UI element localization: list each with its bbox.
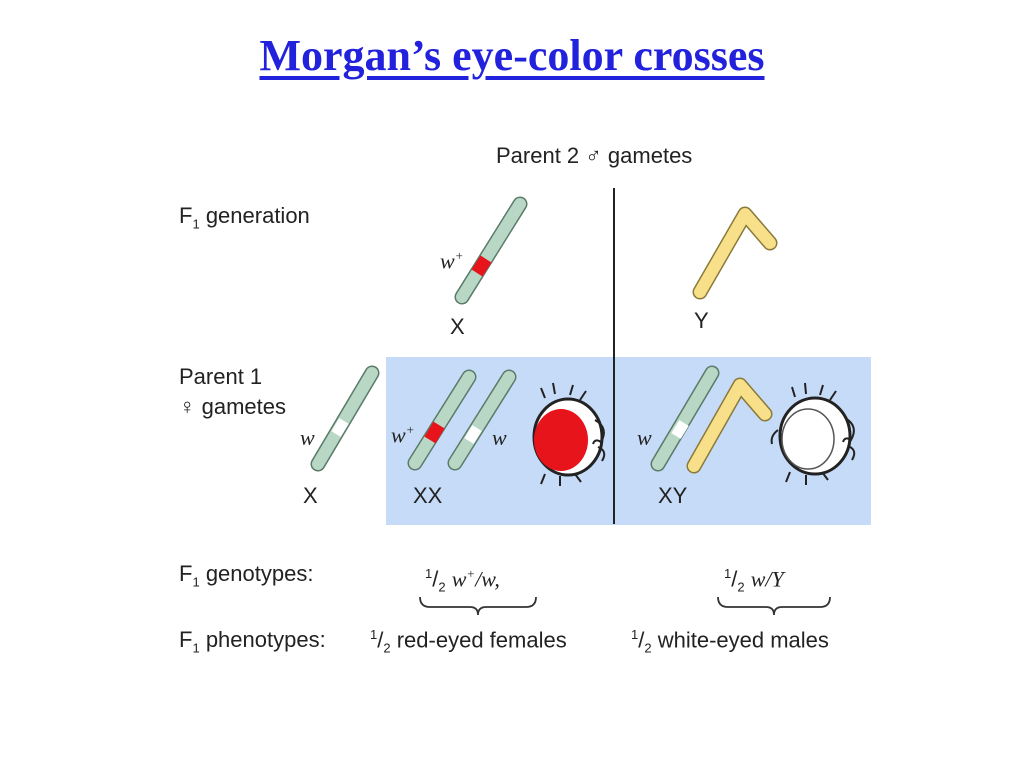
xx-chromosome-2 (447, 369, 517, 471)
brace-male (717, 596, 831, 616)
male-phenotype: 1/2 white-eyed males (631, 627, 829, 656)
page-title: Morgan’s eye-color crosses (259, 31, 765, 80)
y-label-top: Y (694, 308, 709, 333)
white-eyed-fly-icon (770, 382, 856, 485)
x-label-left: X (303, 483, 318, 508)
female-genotype: 1/2 w+/w, (425, 566, 500, 595)
parent1-label: Parent 1 (179, 364, 263, 389)
f1-genotypes-label: F1 genotypes: (179, 561, 314, 590)
xx-chromosome-1 (407, 369, 477, 471)
y-chromosome-top (692, 206, 778, 300)
xx-label: XX (413, 483, 443, 508)
xy-label: XY (658, 483, 688, 508)
parent2-gametes-label: Parent 2 ♂ gametes (496, 143, 692, 169)
female-symbol-icon: ♀ (179, 394, 196, 419)
male-symbol-icon: ♂ (585, 143, 602, 168)
f1-phenotypes-label: F1 phenotypes: (179, 627, 326, 656)
parent1-gametes-label: ♀ gametes (179, 394, 287, 419)
red-eyed-fly-icon (532, 382, 606, 486)
xy-chromosome-y (686, 377, 773, 474)
male-genotype: 1/2 w/Y (724, 566, 784, 595)
gametes-text: gametes (607, 143, 693, 168)
allele-w-xx: w (492, 425, 507, 450)
parent2-text: Parent 2 (496, 143, 580, 168)
red-allele-band (471, 255, 492, 277)
brace-female (419, 596, 537, 616)
x-label-top: X (450, 314, 465, 339)
xy-chromosome-x (650, 365, 720, 472)
allele-w-plus-top: w+ (440, 248, 464, 274)
allele-w-xy: w (637, 425, 652, 450)
allele-w-plus-xx: w+ (391, 422, 415, 448)
x-chromosome-left (310, 365, 380, 472)
allele-w-left: w (300, 425, 315, 450)
f1-generation-label: F1 generation (179, 203, 310, 232)
female-phenotype: 1/2 red-eyed females (370, 627, 567, 656)
x-chromosome-top (454, 196, 528, 305)
